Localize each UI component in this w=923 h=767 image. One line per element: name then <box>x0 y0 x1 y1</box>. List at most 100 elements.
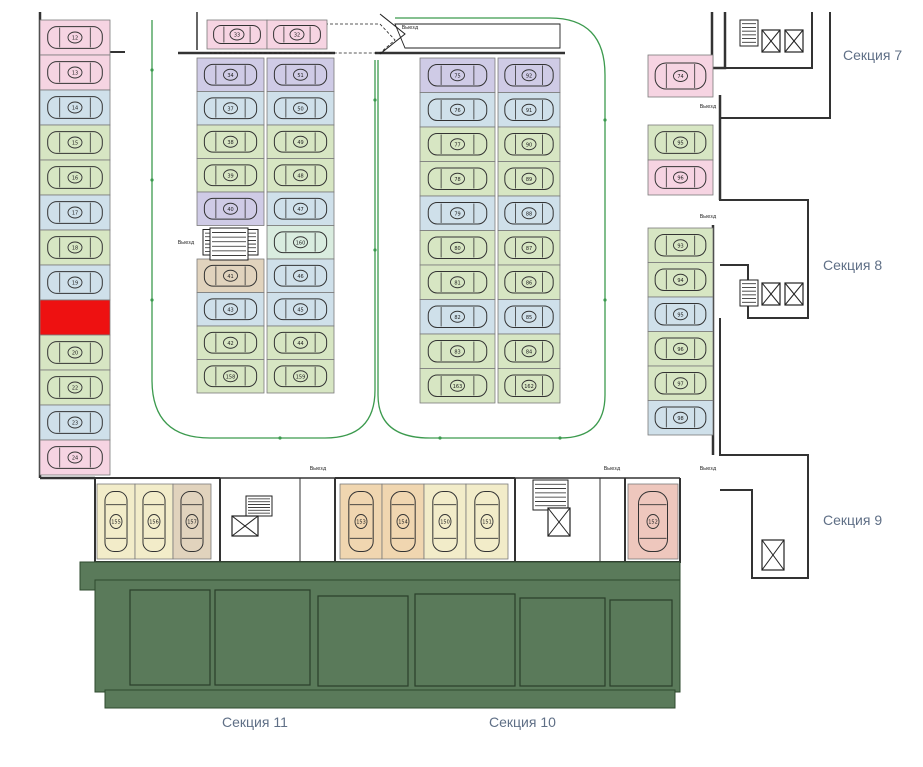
spot-number: 91 <box>526 108 532 114</box>
parking-spot: 16 <box>39 159 111 196</box>
spot-number: 84 <box>526 349 532 355</box>
car-outline <box>390 491 416 552</box>
car-outline <box>504 133 554 156</box>
route-line-a <box>151 20 376 439</box>
spot-number-badge <box>67 241 83 254</box>
car-outline <box>203 197 258 220</box>
building-body <box>94 579 681 693</box>
spot-number-badge <box>673 171 688 184</box>
spot-number-badge <box>293 135 308 148</box>
spot-number-badge <box>521 138 537 151</box>
spot-number: 37 <box>227 106 233 112</box>
spot-number-badge <box>67 171 83 184</box>
elevator-cross <box>761 539 785 571</box>
spot-number-badge <box>450 276 465 289</box>
car-outline <box>427 64 488 87</box>
car-outline <box>504 167 554 190</box>
parking-spot: 162 <box>497 368 561 404</box>
elevator <box>761 29 781 53</box>
parking-spot: 46 <box>266 258 335 293</box>
spot-number: 82 <box>454 315 460 321</box>
elevator-cross <box>761 282 781 306</box>
building-footprint <box>79 561 681 709</box>
spot-number: 86 <box>526 280 532 286</box>
spot-number: 162 <box>524 384 534 390</box>
spot-number: 93 <box>677 243 683 249</box>
spot-number: 74 <box>677 74 683 80</box>
parking-spot: 48 <box>266 158 335 193</box>
exit-label: Выезд <box>700 214 717 220</box>
spot-number-badge <box>223 303 238 316</box>
elevator <box>761 282 781 306</box>
spot-number-badge <box>450 345 465 358</box>
car-outline <box>427 305 488 328</box>
spot-number: 157 <box>187 520 197 526</box>
spot-number-badge <box>293 68 308 81</box>
spot-number-badge <box>673 273 688 286</box>
car-outline <box>504 98 554 121</box>
route-arrow <box>603 118 607 122</box>
spot-number: 152 <box>648 520 658 526</box>
parking-spot: 49 <box>266 124 335 159</box>
spot-number-badge <box>450 103 465 116</box>
spot-number-badge <box>147 514 161 529</box>
section-10-label: Секция 10 <box>489 714 556 730</box>
building-base <box>104 689 676 709</box>
parking-spot: 90 <box>497 126 561 162</box>
spot-number-badge <box>521 379 537 392</box>
car-outline <box>654 337 707 360</box>
parking-spot: 98 <box>647 400 714 436</box>
car-outline <box>273 97 328 120</box>
spot-number: 75 <box>454 73 460 79</box>
spot-number: 12 <box>72 36 78 42</box>
spot-number: 92 <box>526 73 532 79</box>
parking-spot: 41 <box>196 258 265 293</box>
spot-number: 98 <box>677 416 683 422</box>
spot-number-badge <box>185 514 199 529</box>
spot-number: 15 <box>72 141 78 147</box>
car-outline <box>47 236 103 259</box>
spot-number: 78 <box>454 177 460 183</box>
parking-spot: 15 <box>39 124 111 161</box>
car-outline <box>654 166 707 189</box>
stairwell-box <box>245 495 273 517</box>
parking-spot: 95 <box>647 124 714 161</box>
exit-label: Выезд <box>178 240 195 246</box>
parking-spot: 24 <box>39 439 111 476</box>
car-outline <box>427 202 488 225</box>
spot-number: 16 <box>72 176 78 182</box>
parking-spot: 94 <box>647 262 714 298</box>
spot-number-badge <box>293 370 308 383</box>
car-outline <box>504 340 554 363</box>
parking-spot: 40 <box>196 191 265 226</box>
section-11-label: Секция 11 <box>222 714 288 730</box>
spot-number-badge <box>293 202 308 215</box>
spot-number-badge <box>521 345 537 358</box>
walls-layer <box>38 12 831 579</box>
spot-number: 13 <box>72 71 78 77</box>
section-9-outline <box>719 318 809 579</box>
section-7-outline <box>719 12 831 119</box>
spot-number: 96 <box>677 347 683 353</box>
spot-number: 24 <box>72 456 78 462</box>
parking-spot: 37 <box>196 91 265 126</box>
car-outline <box>427 167 488 190</box>
parking-spot: 45 <box>266 292 335 327</box>
car-outline <box>142 491 166 552</box>
car-outline <box>47 376 103 399</box>
stairwell <box>739 279 759 307</box>
spot-number: 76 <box>454 108 460 114</box>
car-outline <box>427 236 488 259</box>
spot-number: 95 <box>677 141 683 147</box>
spot-number: 160 <box>296 240 306 246</box>
spot-number: 20 <box>72 351 78 357</box>
spot-number-badge <box>67 136 83 149</box>
route-arrow <box>150 178 154 182</box>
spot-number-badge <box>293 303 308 316</box>
spot-number: 38 <box>227 140 233 146</box>
parking-spot: 95 <box>647 296 714 332</box>
spot-number-badge <box>67 66 83 79</box>
stairwell <box>532 479 569 511</box>
car-outline <box>427 374 488 397</box>
spot-number-badge <box>289 28 305 41</box>
